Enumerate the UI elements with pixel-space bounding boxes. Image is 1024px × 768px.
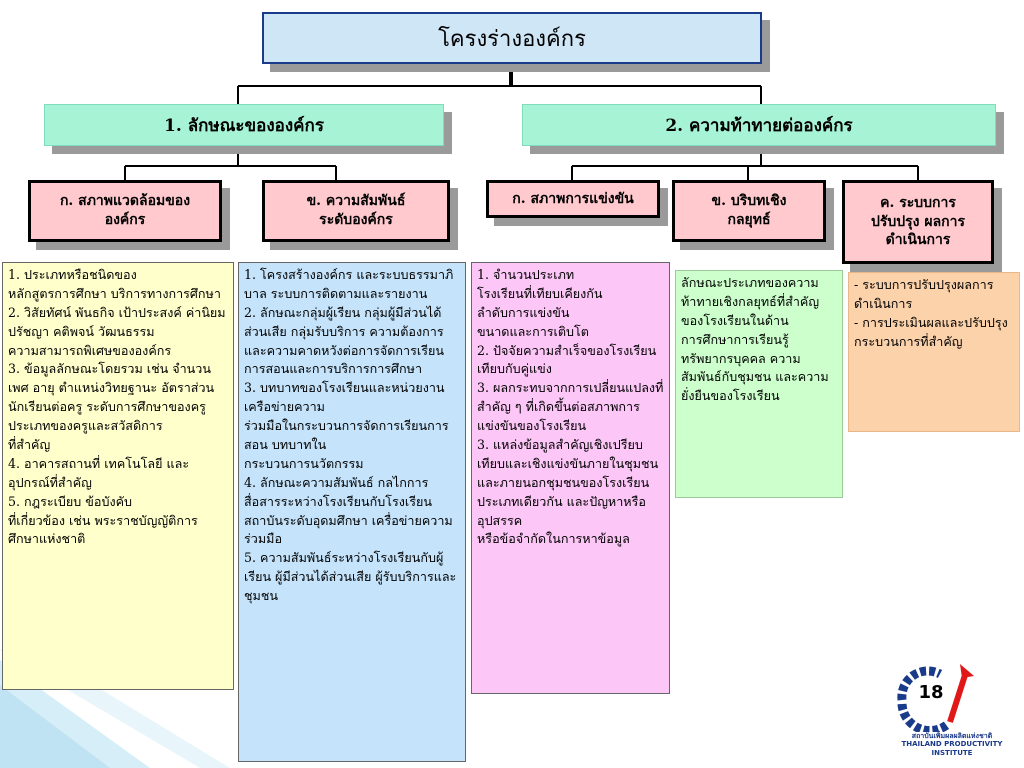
section-heading-characteristics-text: 1. ลักษณะขององค์กร [164,115,324,136]
page-number: 18 [918,682,944,703]
org-profile-title: โครงร่างองค์กร [262,12,762,64]
sub-box-strategic-context: ข. บริบทเชิง กลยุทธ์ [672,180,826,242]
tpi-logo-caption-english: THAILAND PRODUCTIVITY INSTITUTE [901,740,1003,757]
details-performance-improvement-system: - ระบบการปรับปรุงผลการดำเนินการ - การประ… [848,272,1020,432]
details-strategic-context: ลักษณะประเภทของความท้าทายเชิงกลยุทธ์ที่ส… [675,270,843,498]
sub-box-organizational-relationships-text: ข. ความสัมพันธ์ ระดับองค์กร [306,193,406,228]
sub-box-performance-improvement-system: ค. ระบบการ ปรับปรุง ผลการ ดำเนินการ [842,180,994,264]
sub-box-performance-improvement-system-text: ค. ระบบการ ปรับปรุง ผลการ ดำเนินการ [870,194,966,249]
org-profile-title-text: โครงร่างองค์กร [438,26,586,52]
sub-box-organizational-environment: ก. สภาพแวดล้อมของ องค์กร [28,180,222,242]
sub-box-competitive-environment: ก. สภาพการแข่งขัน [486,180,660,218]
section-heading-challenges-text: 2. ความท้าทายต่อองค์กร [665,115,853,136]
section-heading-challenges: 2. ความท้าทายต่อองค์กร [522,104,996,146]
sub-box-organizational-relationships: ข. ความสัมพันธ์ ระดับองค์กร [262,180,450,242]
tpi-logo-caption-thai: สถาบันเพิ่มผลผลิตแห่งชาติ [911,732,993,740]
sub-box-competitive-environment-text: ก. สภาพการแข่งขัน [512,190,634,207]
sub-box-organizational-environment-text: ก. สภาพแวดล้อมของ องค์กร [59,193,191,228]
sub-box-strategic-context-text: ข. บริบทเชิง กลยุทธ์ [711,193,787,228]
tpi-logo-caption: สถาบันเพิ่มผลผลิตแห่งชาติ THAILAND PRODU… [892,732,1012,757]
tpi-logo-emblem [897,664,974,736]
tpi-logo: 18 สถาบันเพิ่มผลผลิตแห่งชาติ THAILAND PR… [892,660,1012,760]
section-heading-characteristics: 1. ลักษณะขององค์กร [44,104,444,146]
details-organizational-environment: 1. ประเภทหรือชนิดของ หลักสูตรการศึกษา บร… [2,262,234,690]
details-organizational-relationships: 1. โครงสร้างองค์กร และระบบธรรมาภิบาล ระบ… [238,262,466,762]
details-competitive-environment: 1. จำนวนประเภท โรงเรียนที่เทียบเคียงกัน … [471,262,670,694]
